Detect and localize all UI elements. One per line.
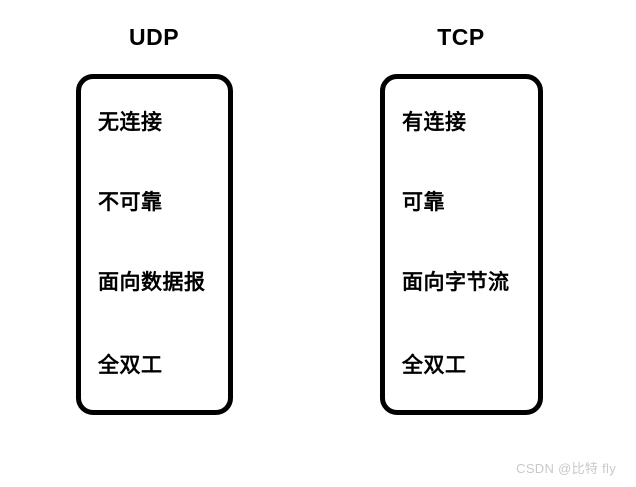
feature-item: 面向字节流: [402, 271, 510, 294]
feature-list-tcp: 有连接 可靠 面向字节流 全双工: [385, 79, 538, 410]
feature-item: 不可靠: [98, 191, 163, 214]
feature-list-udp: 无连接 不可靠 面向数据报 全双工: [81, 79, 228, 410]
feature-item: 可靠: [402, 191, 445, 214]
feature-item: 全双工: [98, 354, 163, 377]
protocol-box-udp: 无连接 不可靠 面向数据报 全双工: [76, 74, 233, 415]
watermark: CSDN @比特 fly: [516, 461, 616, 476]
column-title-tcp: TCP: [437, 24, 485, 50]
feature-item: 面向数据报: [98, 271, 206, 294]
protocol-box-tcp: 有连接 可靠 面向字节流 全双工: [380, 74, 543, 415]
feature-item: 无连接: [98, 111, 163, 134]
feature-item: 全双工: [402, 354, 467, 377]
column-title-udp: UDP: [128, 24, 180, 50]
feature-item: 有连接: [402, 111, 467, 134]
